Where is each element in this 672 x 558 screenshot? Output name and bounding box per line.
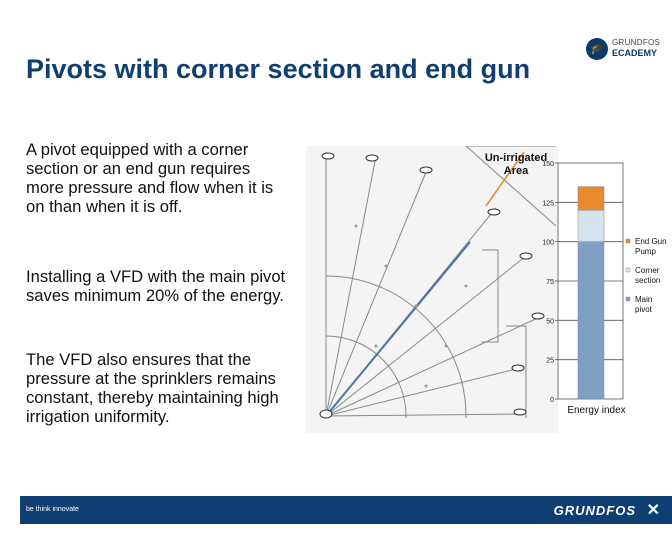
x-axis-label: Energy index bbox=[567, 405, 625, 416]
y-tick-label: 50 bbox=[546, 318, 554, 325]
legend-label: pivot bbox=[635, 305, 653, 314]
un-irrigated-area-label: Un-irrigated Area bbox=[481, 152, 551, 178]
legend-label: Corner bbox=[635, 266, 660, 275]
pivot-diagram bbox=[306, 145, 558, 433]
grundfos-logo: GRUNDFOS bbox=[553, 503, 636, 518]
ecademy-logo: 🎓 GRUNDFOS ECADEMY bbox=[586, 36, 664, 62]
legend-swatch bbox=[625, 267, 631, 273]
graduation-cap-icon: 🎓 bbox=[586, 38, 608, 60]
page-title: Pivots with corner section and end gun bbox=[26, 54, 531, 84]
legend-label: End Gun bbox=[635, 237, 667, 246]
legend-swatch bbox=[625, 296, 631, 302]
y-tick-label: 125 bbox=[542, 200, 554, 207]
bar-main-pivot bbox=[577, 241, 605, 400]
y-tick-label: 25 bbox=[546, 358, 554, 365]
y-tick-label: 75 bbox=[546, 279, 554, 286]
logo-line1: GRUNDFOS bbox=[612, 38, 661, 47]
paragraph-2: Installing a VFD with the main pivot sav… bbox=[26, 267, 286, 305]
y-tick-label: 100 bbox=[542, 240, 554, 247]
bar-end-gun-pump bbox=[577, 186, 605, 211]
grundfos-x-icon: ✕ bbox=[646, 502, 660, 519]
y-tick-label: 150 bbox=[542, 161, 554, 168]
legend-label: Main bbox=[635, 295, 652, 304]
legend-label: section bbox=[635, 276, 660, 285]
logo-line2: ECADEMY bbox=[612, 48, 658, 58]
label-line1: Un-irrigated bbox=[484, 152, 548, 164]
footer-tagline: be think innovate bbox=[26, 506, 79, 513]
paragraph-1: A pivot equipped with a corner section o… bbox=[26, 140, 274, 216]
legend-swatch bbox=[625, 238, 631, 244]
footer-bar: be think innovate GRUNDFOS ✕ bbox=[20, 496, 672, 524]
label-line2: Area bbox=[503, 165, 529, 177]
y-tick-label: 0 bbox=[550, 397, 554, 404]
legend-label: Pump bbox=[635, 247, 656, 256]
paragraph-3: The VFD also ensures that the pressure a… bbox=[26, 350, 279, 426]
bar-corner-section bbox=[577, 209, 605, 242]
